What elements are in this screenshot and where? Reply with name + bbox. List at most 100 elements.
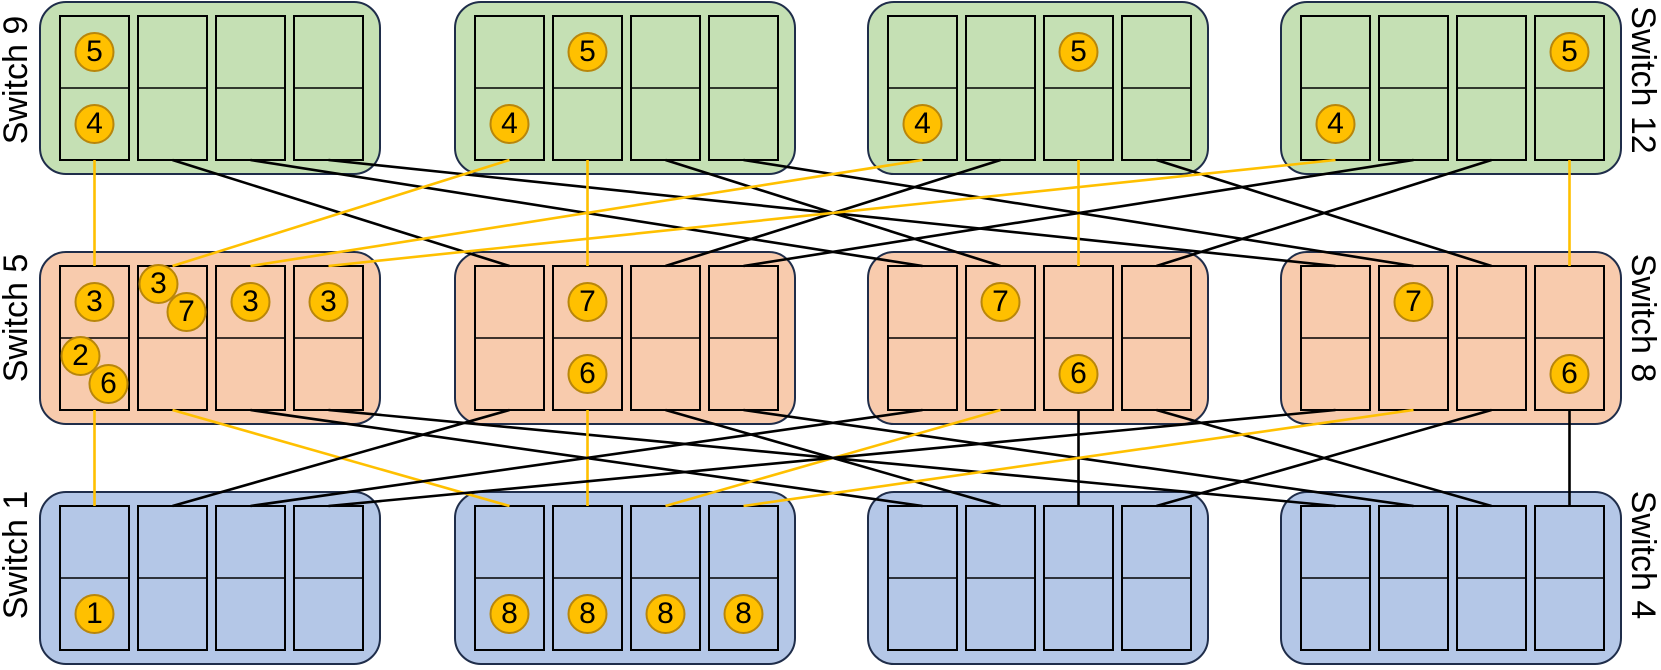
link-gold [172,158,510,268]
badge-label: 5 [1070,35,1087,68]
switch-label-right-middle: Switch 8 [1624,254,1661,383]
badge-circle [1549,354,1590,394]
badge-label: 6 [579,357,596,390]
badge-label: 4 [86,107,103,140]
badge-label: 5 [86,35,103,68]
badge-label: 3 [320,285,337,318]
badge-circle [489,594,530,634]
badge-circle [1058,354,1099,394]
switch-group-bottom-3 [867,491,1209,665]
badge-circle [645,594,686,634]
badge-circle [308,282,349,322]
badge-label: 7 [178,295,195,328]
link-black [328,408,1336,508]
badge: 8 [645,594,686,634]
badge-circle [980,282,1021,322]
badge: 7 [980,282,1021,322]
badge: 8 [723,594,764,634]
switch-label-left-middle: Switch 5 [0,254,35,383]
switch-group-bottom-2 [454,491,796,665]
link-black [1156,408,1492,508]
badge-circle [567,594,608,634]
link-black [172,408,510,508]
badge: 3 [308,282,349,322]
badge-label: 4 [501,107,518,140]
badge-label: 6 [100,367,117,400]
badge: 1 [74,594,115,634]
link-gold [328,158,1336,268]
badge-circle [74,32,115,72]
badge: 5 [1549,32,1590,72]
badge-circle [1549,32,1590,72]
badge-circle [60,336,101,376]
switch-group-top-1 [39,1,381,175]
switch-group-top-3 [867,1,1209,175]
switch-labels-layer: Switch 9 Switch 5 Switch 1 Switch 12 Swi… [0,6,1661,619]
badge: 4 [1315,104,1356,144]
badge: 5 [1058,32,1099,72]
link-black [1156,158,1492,268]
badge-label: 6 [1070,357,1087,390]
badge-label: 3 [86,285,103,318]
badge: 6 [88,364,129,404]
link-black [743,158,1414,268]
switch-label-right-top: Switch 12 [1624,6,1661,153]
link-gold [250,158,923,268]
badge: 4 [74,104,115,144]
badge: 7 [567,282,608,322]
badge-label: 8 [579,597,596,630]
badge: 7 [166,292,207,332]
badge: 8 [567,594,608,634]
badge: 8 [489,594,530,634]
badge-label: 4 [1327,107,1344,140]
badge: 7 [1393,282,1434,322]
badge-label: 5 [1561,35,1578,68]
badge: 4 [489,104,530,144]
badge-circle [1315,104,1356,144]
switch-group-middle-3 [867,251,1209,425]
badge-label: 5 [579,35,596,68]
badge: 6 [1058,354,1099,394]
switch-label-right-bottom: Switch 4 [1624,491,1661,620]
switch-group-bottom-4 [1280,491,1622,665]
badge: 4 [902,104,943,144]
badge-circle [74,104,115,144]
badge-circle [1058,32,1099,72]
badge-label: 7 [579,285,596,318]
badge-label: 3 [150,267,167,300]
badge-circle [567,282,608,322]
badge-circle [723,594,764,634]
badge: 3 [138,264,179,304]
badge-circle [489,104,530,144]
badge-circle [902,104,943,144]
switch-group-middle-2 [454,251,796,425]
switch-group-bottom-1 [39,491,381,665]
badge-circle [138,264,179,304]
switch-group-top-4 [1280,1,1622,175]
badge-circle [1393,282,1434,322]
link-gold [743,408,1414,508]
badge-label: 8 [501,597,518,630]
switch-group-top-2 [454,1,796,175]
badge-circle [166,292,207,332]
badge-label: 6 [1561,357,1578,390]
badge: 3 [74,282,115,322]
badge-label: 2 [72,339,89,372]
badge-circle [74,282,115,322]
badge-label: 7 [1405,285,1422,318]
badge: 2 [60,336,101,376]
badge: 3 [230,282,271,322]
badge: 5 [567,32,608,72]
switch-group-middle-1 [39,251,381,425]
badge: 6 [1549,354,1590,394]
switch-groups-layer [39,1,1622,665]
badge: 6 [567,354,608,394]
badge-label: 7 [992,285,1009,318]
badge-circle [567,354,608,394]
badge-circle [74,594,115,634]
switch-label-left-top: Switch 9 [0,16,35,145]
badge-circle [230,282,271,322]
badge-label: 8 [735,597,752,630]
